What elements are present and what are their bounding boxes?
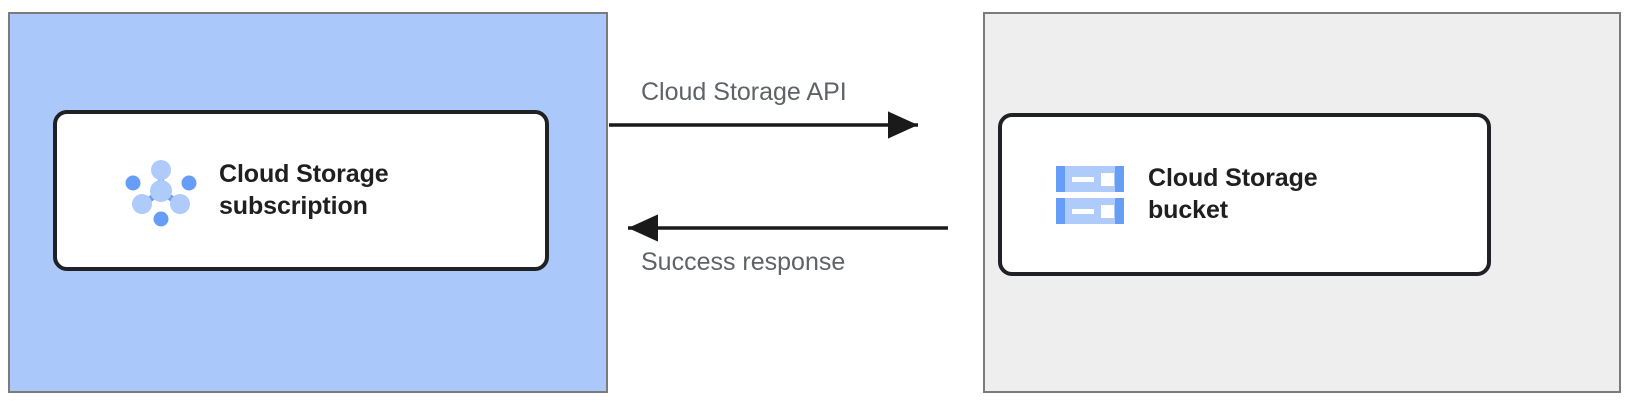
node-cloud-storage-bucket[interactable]: Cloud Storage bucket [998,113,1491,276]
node-label-bucket: Cloud Storage bucket [1148,164,1318,224]
edge-label-cloud-storage-api: Cloud Storage API [641,78,847,106]
node-cloud-storage-subscription[interactable]: Cloud Storage subscription [53,110,549,271]
cloud-storage-bucket-icon [1056,165,1124,224]
edge-label-success-response: Success response [641,248,846,276]
pubsub-subscription-icon [125,159,197,226]
node-label-subscription: Cloud Storage subscription [219,160,389,220]
